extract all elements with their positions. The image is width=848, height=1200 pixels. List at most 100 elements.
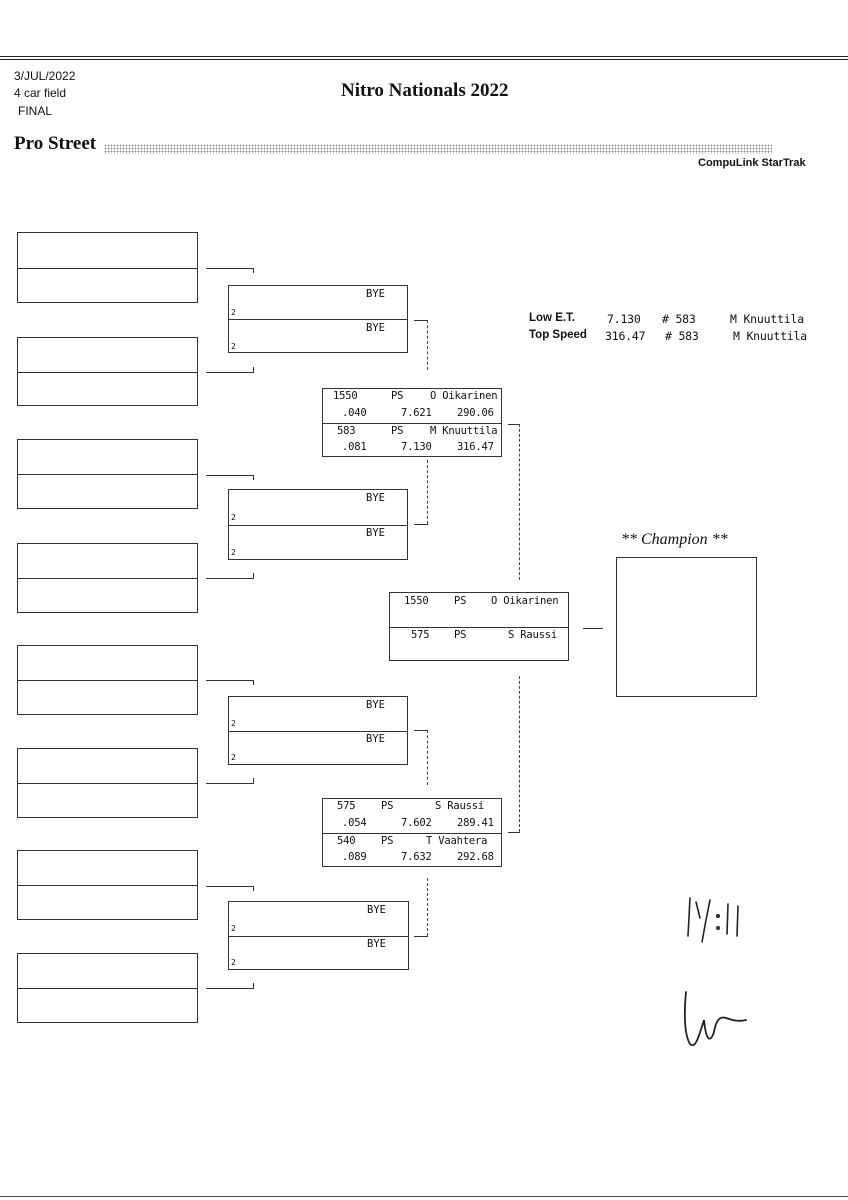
connector [253,573,254,578]
connector [206,783,254,784]
event-title: Nitro Nationals 2022 [341,80,509,101]
bye-pair-1: BYE 2 BYE 2 [228,285,408,353]
car-number: 540 [337,835,356,847]
car-number: 583 [337,425,356,437]
low-et-number: # 583 [662,312,696,326]
car-class: PS [454,629,467,641]
reaction-time: .081 [342,441,367,453]
speed: 316.47 [457,441,494,453]
connector [206,372,254,373]
connector [508,832,520,833]
round1-pair-7 [17,850,198,920]
speed: 292.68 [457,851,494,863]
bye-label: BYE [367,904,386,916]
driver-name: T Vaahtera [426,835,488,847]
round-label: FINAL [18,104,53,118]
round1-pair-3 [17,439,198,509]
connector [206,268,254,269]
lane-marker: 2 [231,308,236,317]
connector [253,475,254,480]
top-rule-1 [0,56,848,57]
top-speed-label: Top Speed [529,329,587,341]
bye-label: BYE [366,527,385,539]
round1-pair-5 [17,645,198,715]
elapsed-time: 7.621 [401,407,432,419]
top-rule-2 [0,59,848,60]
reaction-time: .089 [342,851,367,863]
car-class: PS [391,425,404,437]
bye-label: BYE [366,288,385,300]
car-number: 1550 [404,595,429,607]
brand-label: CompuLink StarTrak [698,157,806,169]
driver-name: O Oikarinen [491,595,559,607]
champion-label: ** Champion ** [621,531,728,548]
lane-marker: 2 [231,958,236,967]
round1-pair-6 [17,748,198,818]
connector [414,730,428,731]
driver-name: O Oikarinen [430,390,498,402]
connector [414,320,428,321]
lane-marker: 2 [231,548,236,557]
top-speed-driver: M Knuuttila [733,329,807,343]
connector [253,367,254,372]
lane-marker: 2 [231,719,236,728]
reaction-time: .054 [342,817,367,829]
driver-name: S Raussi [435,800,484,812]
semifinal-2: 575 PS S Raussi .054 7.602 289.41 540 PS… [322,798,502,867]
connector [508,424,520,425]
connector-dash [519,424,520,580]
connector [253,680,254,685]
final-pair: 1550 PS O Oikarinen 575 PS S Raussi [389,592,569,661]
bye-label: BYE [366,492,385,504]
connector-dash [427,320,428,370]
semifinal-1: 1550 PS O Oikarinen .040 7.621 290.06 58… [322,388,502,457]
connector [206,886,254,887]
connector [583,628,603,629]
connector-dash [427,730,428,785]
event-date: 3/JUL/2022 [14,69,76,83]
bye-pair-3: BYE 2 BYE 2 [228,696,408,765]
car-class: PS [391,390,404,402]
bye-label: BYE [366,733,385,745]
section-dot-fill [104,144,772,154]
top-speed-value: 316.47 [605,329,646,343]
connector [414,936,428,937]
connector [206,578,254,579]
connector-dash [519,676,520,832]
top-speed-number: # 583 [665,329,699,343]
car-class: PS [381,800,394,812]
champion-box [616,557,757,697]
low-et-label: Low E.T. [529,312,575,324]
car-number: 1550 [333,390,358,402]
lane-marker: 2 [231,753,236,762]
round1-pair-8 [17,953,198,1023]
connector-dash [427,460,428,524]
lane-marker: 2 [231,342,236,351]
round1-pair-1 [17,232,198,303]
car-number: 575 [337,800,356,812]
bye-pair-4: BYE 2 BYE 2 [228,901,409,970]
low-et-value: 7.130 [607,312,641,326]
speed: 290.06 [457,407,494,419]
speed: 289.41 [457,817,494,829]
round1-pair-2 [17,337,198,406]
signature [683,991,747,1047]
connector [206,680,254,681]
class-name: Pro Street [14,133,97,154]
elapsed-time: 7.130 [401,441,432,453]
elapsed-time: 7.632 [401,851,432,863]
car-number: 575 [411,629,430,641]
bye-label: BYE [367,938,386,950]
connector [206,988,254,989]
connector [253,983,254,988]
bye-label: BYE [366,699,385,711]
bye-label: BYE [366,322,385,334]
connector [253,886,254,891]
car-class: PS [381,835,394,847]
connector [253,268,254,273]
reaction-time: .040 [342,407,367,419]
connector-dash [427,878,428,936]
connector [414,524,428,525]
field-size: 4 car field [14,86,67,100]
driver-name: M Knuuttila [430,425,498,437]
